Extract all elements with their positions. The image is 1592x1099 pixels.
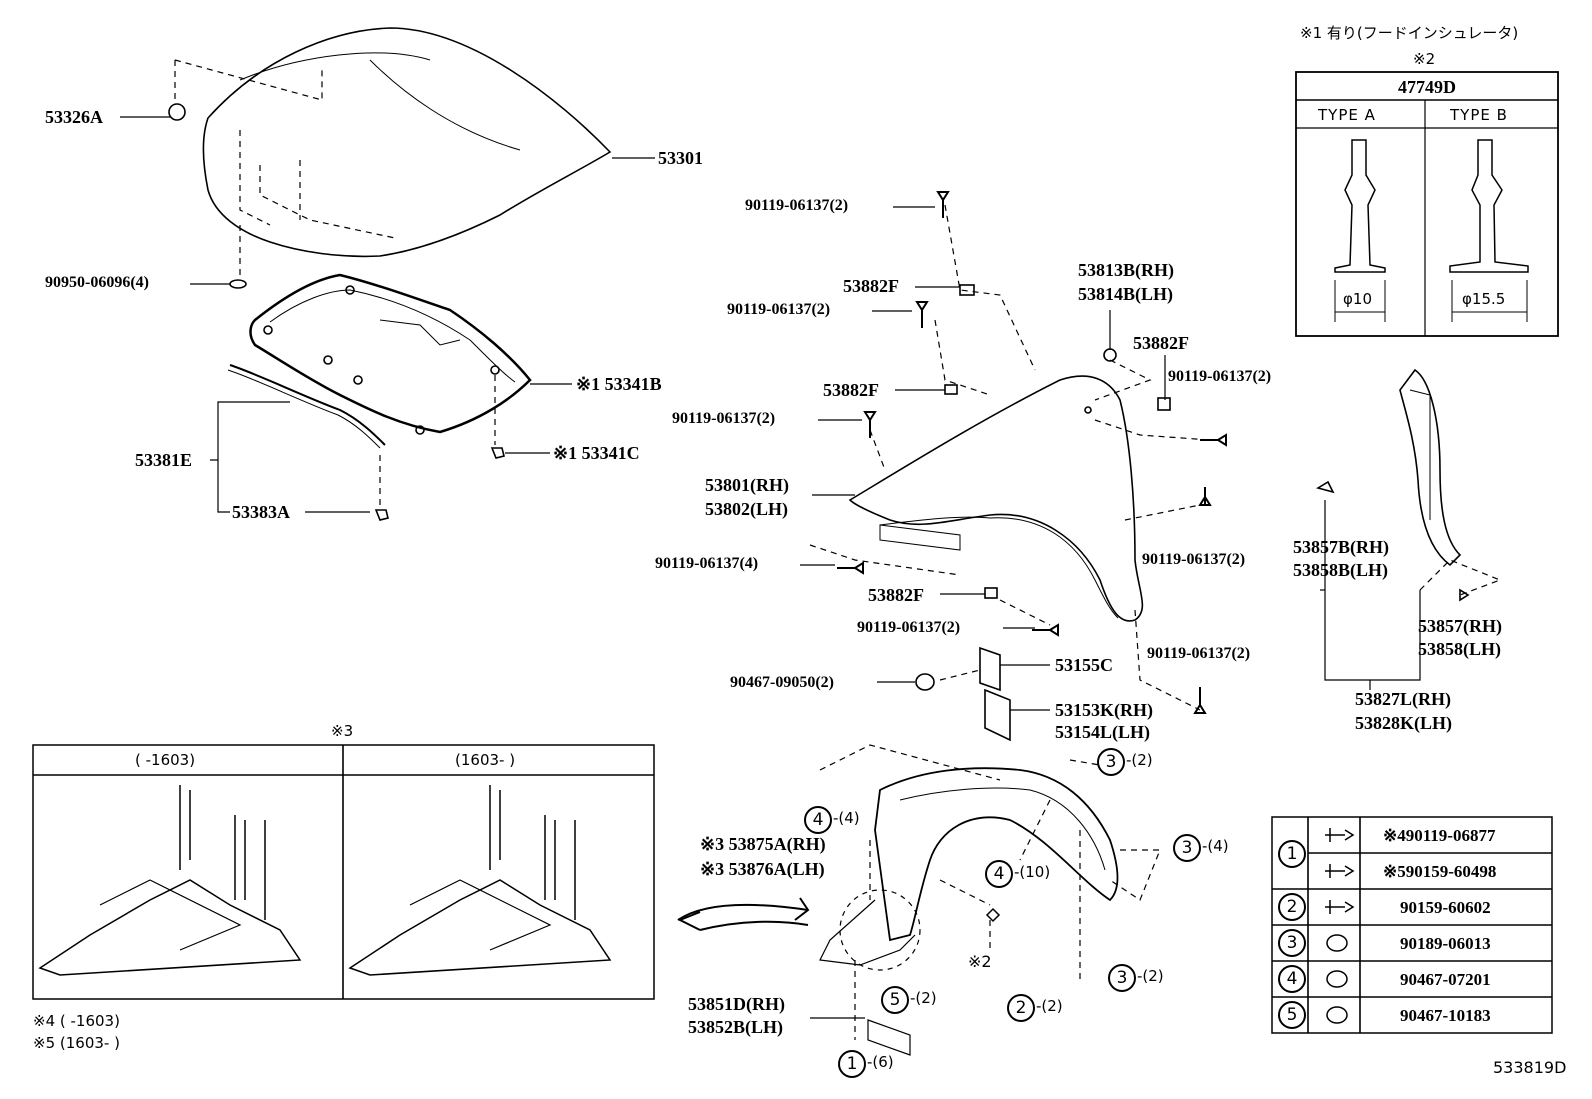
label-53858: 53858(LH)	[1418, 639, 1501, 659]
callout-3-a-qty: -(2)	[1126, 751, 1153, 769]
clip-type-a: TYPE A	[1318, 106, 1376, 124]
callout-3-a: 3	[1097, 748, 1125, 776]
label-53326A: 53326A	[45, 107, 103, 127]
clip-table-mark: ※2	[1413, 50, 1436, 68]
label-53882F-c: 53882F	[1133, 333, 1189, 353]
fastener-1a-part: ※490119-06877	[1383, 826, 1496, 845]
fender-drawing	[809, 191, 1227, 742]
fastener-5-num: 5	[1278, 1001, 1306, 1029]
label-53882F-a: 53882F	[843, 276, 899, 296]
label-53814B: 53814B(LH)	[1078, 284, 1174, 304]
label-53153K: 53153K(RH)	[1055, 700, 1153, 720]
fastener-4-part: 90467-07201	[1400, 970, 1491, 989]
clip-part-number: 47749D	[1398, 77, 1456, 97]
callout-2-qty: -(2)	[1036, 997, 1063, 1015]
label-90467-09050: 90467-09050(2)	[730, 674, 834, 691]
callout-3-b-qty: -(4)	[1202, 837, 1229, 855]
fastener-2-num: 2	[1278, 893, 1306, 921]
label-53852B: 53852B(LH)	[688, 1017, 784, 1037]
label-53341C: ※1 53341C	[553, 443, 640, 463]
inset-mark: ※3	[331, 722, 354, 740]
callout-5-qty: -(2)	[910, 989, 937, 1007]
label-53827L: 53827L(RH)	[1355, 689, 1451, 709]
label-53828K: 53828K(LH)	[1355, 713, 1452, 733]
callout-3-b: 3	[1173, 834, 1201, 862]
callout-4-b: 4	[985, 860, 1013, 888]
label-53857B: 53857B(RH)	[1293, 537, 1389, 557]
label-90119-06137-g: 90119-06137(2)	[857, 619, 961, 636]
fastener-3-part: 90189-06013	[1400, 934, 1491, 953]
label-90119-06137-a: 90119-06137(2)	[745, 197, 849, 214]
fastener-2-part: 90159-60602	[1400, 898, 1491, 917]
insulator-note: ※1 有り(フードインシュレータ)	[1300, 24, 1519, 42]
fastener-5-part: 90467-10183	[1400, 1006, 1491, 1025]
fastener-3-num: 3	[1278, 929, 1306, 957]
clip-table-frame	[1295, 71, 1559, 337]
label-53383A: 53383A	[232, 502, 290, 522]
label-90119-06137-h: 90119-06137(2)	[1147, 645, 1251, 662]
label-53381E: 53381E	[135, 450, 193, 470]
label-53882F-d: 53882F	[868, 585, 924, 605]
inset-col-from-1603: (1603- )	[455, 751, 516, 769]
leader-lines	[120, 116, 1371, 1019]
label-90119-06137-c: 90119-06137(2)	[672, 410, 776, 427]
label-53875A: ※3 53875A(RH)	[700, 834, 826, 854]
label-53801: 53801(RH)	[705, 475, 789, 495]
liner-drawing	[677, 744, 1161, 1056]
label-90119-06137-d: 90119-06137(4)	[655, 555, 759, 572]
callout-4-a: 4	[804, 806, 832, 834]
label-90119-06137-b: 90119-06137(2)	[727, 301, 831, 318]
fastener-1-num: 1	[1278, 840, 1306, 868]
clip-type-b: TYPE B	[1450, 106, 1508, 124]
footnote-5: ※5 (1603- )	[33, 1034, 120, 1052]
callout-5: 5	[881, 986, 909, 1014]
hood-insulator-drawing	[227, 273, 532, 521]
label-53301: 53301	[658, 148, 703, 168]
label-53876A: ※3 53876A(LH)	[700, 859, 825, 879]
label-53858B: 53858B(LH)	[1293, 560, 1389, 580]
label-53341B: ※1 53341B	[576, 374, 662, 394]
label-53813B: 53813B(RH)	[1078, 260, 1174, 280]
callout-4-b-qty: -(10)	[1014, 863, 1051, 881]
callout-4-a-qty: -(4)	[833, 809, 860, 827]
hood-drawing	[168, 27, 612, 289]
callout-1-qty: -(6)	[867, 1053, 894, 1071]
label-53154L: 53154L(LH)	[1055, 722, 1151, 742]
label-90119-06137-e: 90119-06137(2)	[1168, 368, 1272, 385]
fastener-4-num: 4	[1278, 965, 1306, 993]
callout-3-c-qty: -(2)	[1137, 967, 1164, 985]
diagram-code: 533819D	[1493, 1058, 1567, 1077]
clip-note-mark: ※2	[968, 952, 992, 971]
clip-diameter-a: φ10	[1343, 290, 1372, 308]
label-53882F-b: 53882F	[823, 380, 879, 400]
callout-3-c: 3	[1108, 964, 1136, 992]
fastener-1b-part: ※590159-60498	[1383, 862, 1497, 881]
label-53155C: 53155C	[1055, 655, 1113, 675]
callout-1: 1	[838, 1050, 866, 1078]
clip-diameter-b: φ15.5	[1462, 290, 1506, 308]
label-90119-06137-f: 90119-06137(2)	[1142, 551, 1246, 568]
label-53851D: 53851D(RH)	[688, 994, 785, 1014]
callout-2: 2	[1007, 994, 1035, 1022]
label-90950-06096: 90950-06096(4)	[45, 274, 149, 291]
label-53802: 53802(LH)	[705, 499, 788, 519]
label-53857: 53857(RH)	[1418, 616, 1502, 636]
inset-frame	[32, 744, 655, 1000]
fastener-table-frame	[1271, 816, 1553, 1034]
inset-col-before-1603: ( -1603)	[135, 751, 196, 769]
footnote-4: ※4 ( -1603)	[33, 1012, 120, 1030]
